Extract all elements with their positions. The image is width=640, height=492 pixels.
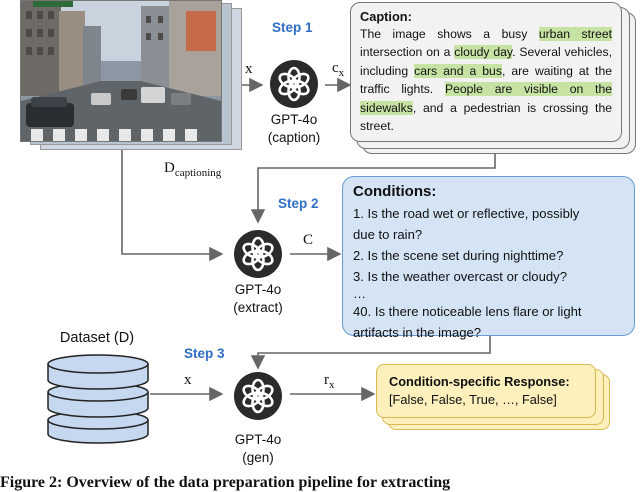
dcaptioning-subscript: captioning [174, 167, 222, 179]
street-scene-image [20, 0, 222, 142]
gen-model-name: GPT-4o [234, 432, 282, 447]
caption-box: Caption: The image shows a busy urban st… [350, 2, 622, 142]
condition-item: 3. Is the weather overcast or cloudy? [353, 269, 567, 284]
dataset-database-icon [47, 354, 149, 444]
response-box: Condition-specific Response: [False, Fal… [376, 364, 596, 418]
extract-model-role: (extract) [233, 300, 283, 315]
rx-symbol: r [324, 372, 329, 388]
response-title: Condition-specific Response: [389, 374, 570, 389]
response-value: [False, False, True, …, False] [389, 392, 557, 407]
caption-cx-label: cx [332, 60, 344, 79]
rx-subscript: x [329, 379, 335, 391]
condition-item: 2. Is the scene set during nighttime? [353, 248, 564, 263]
caption-title: Caption: [360, 9, 412, 24]
dcaptioning-symbol: D [164, 160, 175, 176]
arrow-dcaptioning-to-extract-model [121, 148, 224, 262]
condition-set-c-label: C [303, 232, 314, 248]
caption-model-role: (caption) [267, 130, 321, 145]
arrow-caption-to-extract-model [250, 152, 496, 224]
caption-model-name: GPT-4o [270, 112, 318, 127]
caption-highlight: cars and a bus [414, 63, 502, 78]
caption-highlight: urban street [538, 27, 612, 41]
step-2-label: Step 2 [278, 196, 319, 211]
extract-model-name: GPT-4o [234, 282, 282, 297]
condition-item: 40. Is there noticeable lens flare or li… [353, 304, 582, 319]
step-1-label: Step 1 [272, 20, 313, 35]
cx-symbol: c [332, 60, 339, 76]
condition-ellipsis: … [353, 286, 367, 301]
openai-logo-icon [270, 60, 318, 108]
caption-segment: , and a pedestrian is crossing the stree… [360, 100, 612, 134]
caption-segment: The image shows a busy [360, 27, 539, 41]
openai-logo-icon [234, 230, 282, 278]
caption-segment: , are waiting at the traffic lights. [360, 63, 613, 97]
step-3-label: Step 3 [184, 346, 225, 361]
input-x-label: x [245, 61, 253, 77]
caption-text: The image shows a busy urban street inte… [360, 25, 612, 135]
dcaptioning-label: Dcaptioning [164, 160, 221, 179]
dataset-label: Dataset (D) [59, 330, 135, 346]
caption-segment: intersection on a [360, 45, 455, 60]
condition-item: 1. Is the road wet or reflective, possib… [353, 206, 580, 221]
arrow-conditions-to-gen-model [250, 336, 491, 370]
condition-item: artifacts in the image? [353, 325, 482, 340]
figure-caption: Figure 2: Overview of the data preparati… [0, 474, 451, 491]
dataset-x-label: x [184, 372, 192, 388]
response-rx-label: rx [324, 372, 335, 391]
conditions-title: Conditions: [353, 183, 437, 200]
openai-logo-icon [234, 372, 282, 420]
gen-model-role: (gen) [242, 450, 274, 465]
cx-subscript: x [338, 67, 345, 79]
caption-segment: . Several vehicles, including [360, 45, 612, 78]
conditions-box: Conditions: 1. Is the road wet or reflec… [342, 176, 635, 340]
caption-highlight: cloudy day [454, 45, 513, 60]
condition-item: due to rain? [353, 227, 423, 242]
